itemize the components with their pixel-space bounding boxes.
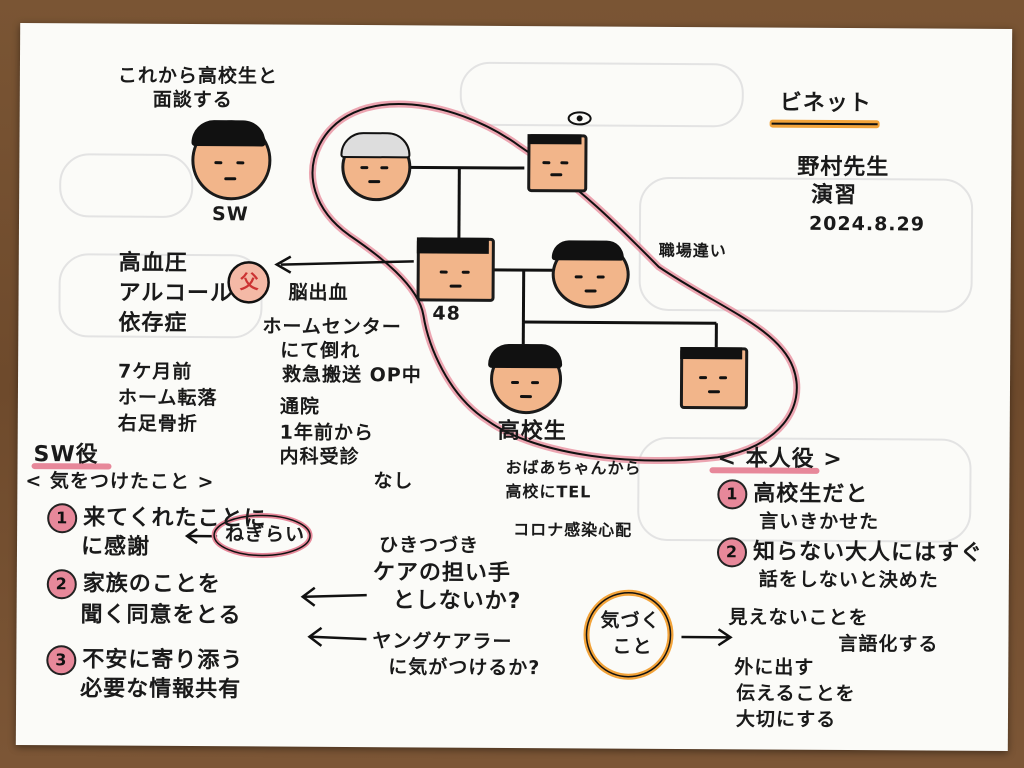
hospital-2: 1年前から (279, 421, 375, 445)
self-num-2-badge: 2 (716, 537, 748, 568)
sw-role-heading: SW役 (33, 442, 99, 468)
top-note-line2: 面談する (152, 88, 233, 112)
self-underline (709, 467, 820, 474)
event-4: 救急搬送 OP中 (282, 363, 422, 387)
q1-arrow (304, 593, 367, 598)
q2-arrow (311, 635, 367, 641)
grandma-face-icon (340, 131, 412, 202)
history-2: アルコール (118, 280, 233, 307)
teacher-name: 野村先生 (797, 154, 890, 181)
notice-line-4: 伝えることを (736, 682, 856, 706)
before-3: 右足骨折 (117, 412, 198, 436)
mother-face-icon (551, 240, 630, 309)
grandparents-line (404, 165, 525, 170)
page-title: ビネット (779, 90, 872, 117)
notice-line-5: 大切にする (735, 708, 837, 731)
student-face-icon (488, 343, 563, 415)
hospital-1: 通院 (279, 395, 320, 418)
eye-doodle (567, 111, 592, 126)
student-label: 高校生 (497, 418, 567, 445)
sw-underline (31, 463, 112, 470)
sw-item-3-line2: 必要な情報共有 (80, 676, 242, 703)
sw-item-2-line2: 聞く同意をとる (80, 602, 242, 629)
sw-face-icon (191, 120, 272, 201)
history-3: 依存症 (118, 310, 188, 337)
call-2: 高校にTEL (505, 481, 592, 502)
q1-line2: ケアの担い手 (372, 560, 511, 586)
before-1: 7ケ月前 (118, 360, 193, 384)
sibling-face-icon (679, 347, 749, 410)
notice-label-1: 気づく (600, 609, 661, 632)
self-item-2-line2: 話をしないと決めた (758, 568, 939, 592)
call-1: おばあちゃんから (505, 457, 642, 478)
hospital-4: なし (373, 470, 414, 493)
father-badge-circle (227, 261, 270, 304)
father-face-icon (416, 237, 495, 302)
num-1-badge: 1 (47, 503, 78, 534)
father-badge: 父 (239, 271, 260, 294)
num-3-badge: 3 (46, 645, 77, 676)
notice-line-3: 外に出す (734, 656, 815, 679)
covid-note: コロナ感染心配 (513, 519, 633, 540)
father-age: 48 (432, 302, 461, 325)
sw-label: SW (211, 203, 249, 226)
q1-line3: としないか? (392, 588, 522, 615)
notice-label-2: こと (612, 635, 653, 658)
paper-sheet: ビネット 野村先生 演習 2024.8.29 これから高校生と 面談する SW … (15, 22, 1013, 752)
sw-item-1-line2: に感謝 (80, 534, 151, 560)
grandpa-face-icon (527, 134, 588, 193)
q2-line2: に気がつけるか? (388, 656, 541, 680)
before-2: ホーム転落 (117, 386, 218, 410)
self-item-1-line2: 言いきかせた (759, 510, 880, 534)
history-1: 高血圧 (118, 250, 188, 277)
relation-note: 職場違い (658, 240, 727, 261)
notice-line-1: 見えないことを (728, 606, 869, 630)
q2-line1: ヤングケアラー (372, 630, 513, 653)
hospital-3: 内科受診 (279, 445, 360, 469)
q1-line1: ひきつづき (378, 534, 480, 557)
sw-role-sub: < 気をつけたこと > (25, 470, 215, 494)
event-2: ホームセンター (262, 315, 402, 339)
self-role-heading: < 本人役 > (717, 446, 843, 473)
notice-line-2: 言語化する (838, 632, 939, 656)
event-1: 脳出血 (288, 281, 349, 304)
practice-label: 演習 (811, 182, 858, 209)
date-label: 2024.8.29 (808, 212, 926, 236)
children-bar (523, 320, 717, 325)
self-num-1-badge: 1 (717, 479, 748, 510)
event-3: にて倒れ (280, 339, 361, 363)
top-note-line1: これから高校生と (117, 64, 278, 88)
num-2-badge: 2 (46, 569, 77, 600)
father-arrow (280, 260, 414, 266)
neg-label: ねぎらい (225, 523, 306, 546)
